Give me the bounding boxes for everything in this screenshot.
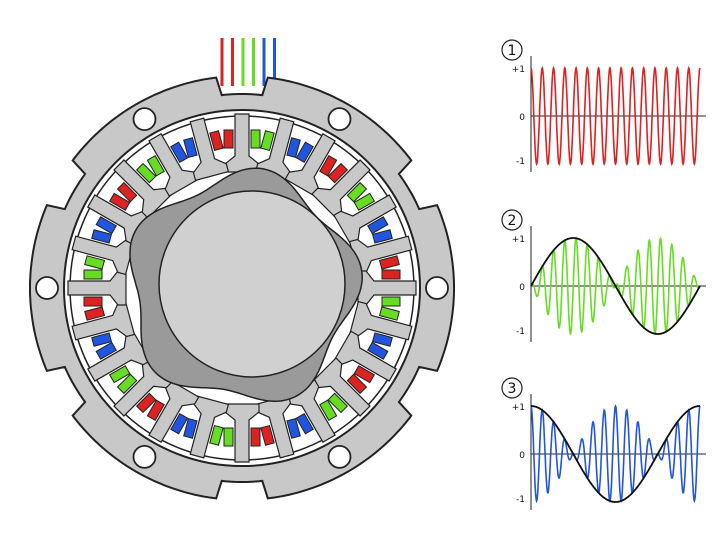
coil	[286, 137, 301, 159]
phase-graph-3: 3 +1 0 -1	[501, 377, 706, 510]
coil	[84, 306, 106, 321]
coil	[286, 417, 301, 439]
coil	[371, 332, 393, 347]
stator-tooth	[183, 394, 230, 459]
tick-label: -1	[516, 327, 525, 337]
coil	[353, 192, 376, 211]
phase-waveform	[530, 404, 701, 504]
tick-label: +1	[512, 403, 525, 413]
tick-label: 0	[519, 283, 525, 293]
rotor-shaft	[158, 190, 346, 378]
graph-number-badge	[501, 377, 523, 399]
coil	[170, 413, 189, 435]
rotor	[129, 167, 363, 402]
coil	[116, 181, 138, 203]
mounting-hole	[425, 276, 449, 300]
envelope-curve	[530, 237, 701, 335]
coil	[108, 365, 131, 384]
coil	[135, 392, 157, 414]
coil	[378, 255, 400, 270]
motor-cross-section	[29, 38, 455, 500]
stator-tooth	[348, 229, 413, 276]
tick-label: +1	[512, 235, 525, 245]
coil	[83, 269, 103, 280]
motor-wires	[220, 38, 276, 86]
coil	[327, 162, 349, 184]
stator-tooth	[71, 300, 136, 347]
mounting-hole	[132, 444, 157, 469]
graph-number-badge	[501, 209, 523, 231]
tick-label: -1	[516, 495, 525, 505]
phase-graph-1: 1 +1 0 -1	[501, 39, 706, 172]
coil	[223, 427, 234, 447]
coil	[183, 137, 198, 159]
coil	[353, 365, 376, 384]
stator-tooth	[113, 159, 173, 219]
coil	[84, 255, 106, 270]
phase-graph-2: 2 +1 0 -1	[501, 209, 706, 342]
envelope-curve	[531, 405, 700, 503]
mounting-hole	[132, 107, 157, 132]
coil	[135, 162, 157, 184]
coil	[83, 296, 103, 307]
coil	[346, 181, 368, 203]
coil	[209, 424, 224, 446]
coil	[371, 229, 393, 244]
graph-number-badge	[501, 39, 523, 61]
stator-tooth	[311, 357, 371, 417]
coil	[250, 129, 261, 149]
graph-number-label: 1	[508, 43, 517, 59]
coil	[95, 216, 117, 235]
coil	[381, 296, 401, 307]
coil	[146, 399, 165, 422]
coil	[250, 427, 261, 447]
coil	[116, 373, 138, 395]
graph-number-label: 2	[508, 213, 517, 229]
coil	[260, 424, 275, 446]
coil	[346, 373, 368, 395]
coil	[295, 413, 314, 435]
tick-label: -1	[516, 157, 525, 167]
tick-label: 0	[519, 451, 525, 461]
coil	[170, 141, 189, 163]
coil	[260, 130, 275, 152]
mounting-hole	[327, 444, 352, 469]
phase-waveform-graphs: 1 +1 0 -1 2 +1 0 -1 3 +1 0 -1	[501, 39, 706, 510]
stator-tooth	[357, 269, 417, 307]
coil	[91, 332, 113, 347]
coil	[183, 417, 198, 439]
stator-tooth	[348, 300, 413, 347]
stator-body	[29, 76, 455, 500]
coil	[95, 341, 117, 360]
stator-tooth	[67, 269, 127, 307]
coil	[378, 306, 400, 321]
coil	[381, 269, 401, 280]
coil	[223, 129, 234, 149]
stator-tooth	[86, 330, 151, 384]
coil	[108, 192, 131, 211]
coil	[327, 392, 349, 414]
tick-label: +1	[512, 65, 525, 75]
coil	[146, 154, 165, 177]
stator-tooth	[254, 394, 301, 459]
tick-label: 0	[519, 113, 525, 123]
stator-tooth	[183, 117, 230, 182]
stator-tooth	[333, 330, 398, 384]
phase-waveform	[530, 65, 701, 167]
coil	[295, 141, 314, 163]
coil	[367, 216, 389, 235]
coil	[319, 399, 338, 422]
coil	[209, 130, 224, 152]
coil	[91, 229, 113, 244]
mounting-hole	[35, 276, 59, 300]
mounting-hole	[327, 107, 352, 132]
coil	[319, 154, 338, 177]
coil	[367, 341, 389, 360]
graph-number-label: 3	[508, 381, 517, 397]
